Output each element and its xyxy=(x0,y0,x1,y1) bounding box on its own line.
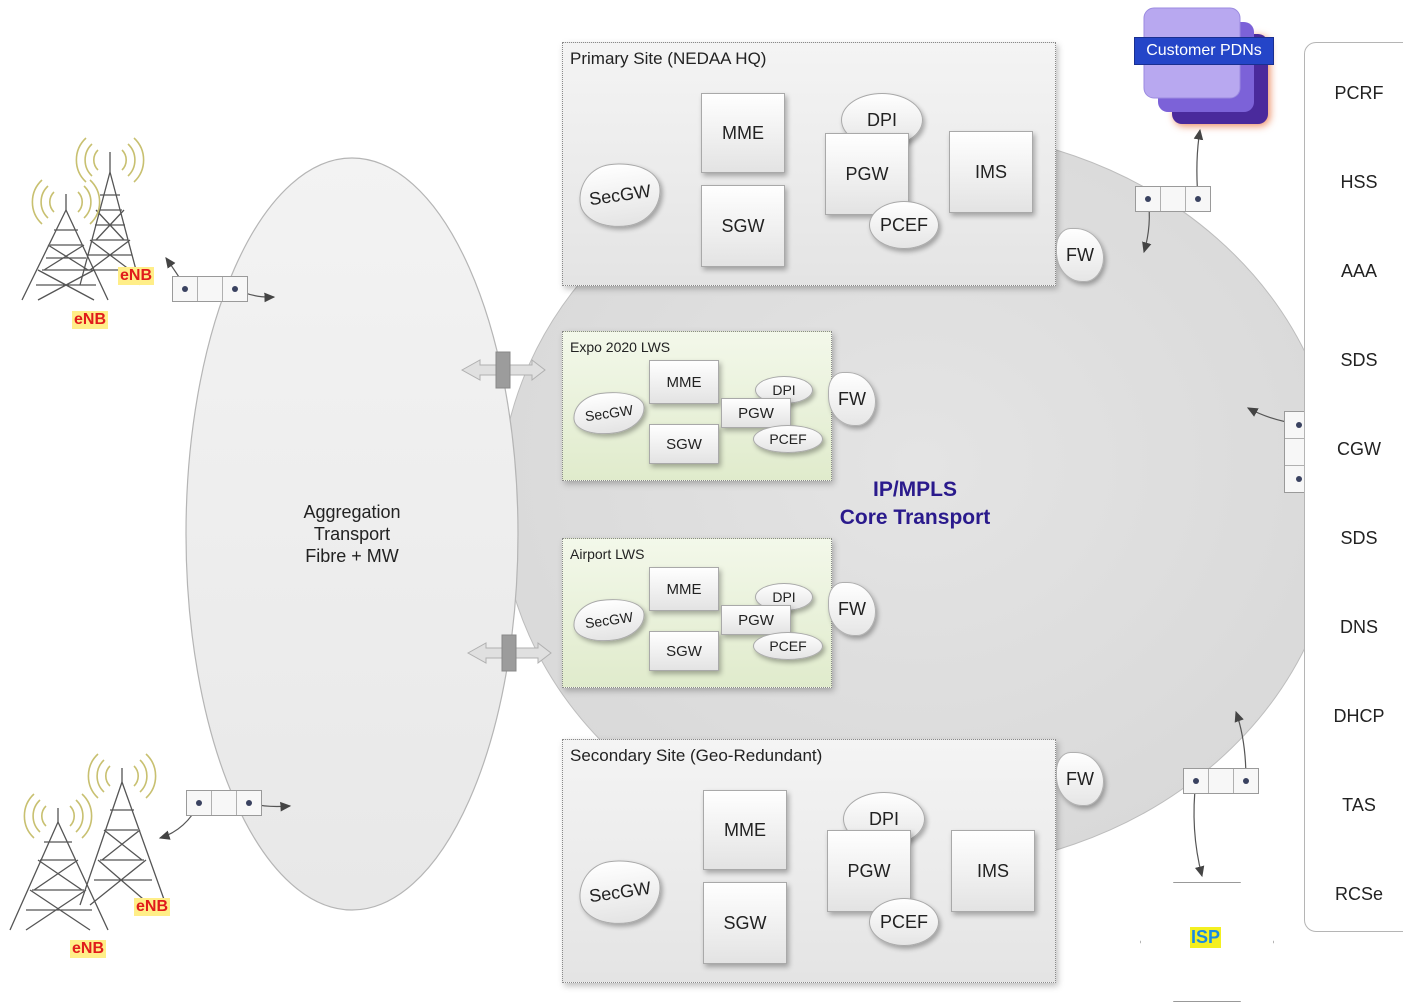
primary-site: Primary Site (NEDAA HQ) SecGW MME SGW DP… xyxy=(562,42,1056,286)
service-label: DHCP xyxy=(1333,705,1385,726)
secgw-node: SecGW xyxy=(570,387,648,439)
enb-label: eNB xyxy=(70,940,107,958)
interface-port xyxy=(172,276,248,302)
isp-label: ISP xyxy=(1190,927,1222,948)
service-dns: DNS xyxy=(1318,600,1400,654)
service-hss: HSS xyxy=(1318,155,1400,209)
firewall-node: FW xyxy=(1056,752,1104,806)
customer-pdns-label: Customer PDNs xyxy=(1134,37,1274,65)
service-cgw: CGW xyxy=(1318,422,1400,476)
airport-lws-site: Airport LWS SecGW MME SGW DPI PGW PCEF xyxy=(562,538,832,688)
mme-node: MME xyxy=(703,790,787,870)
mme-node: MME xyxy=(649,360,719,404)
enb-label: eNB xyxy=(134,898,171,916)
core-line2: Core Transport xyxy=(839,506,991,529)
secgw-node: SecGW xyxy=(574,854,666,930)
service-label: HSS xyxy=(1340,171,1378,192)
sgw-node: SGW xyxy=(649,424,719,464)
tower-icon xyxy=(9,137,167,931)
interface-port xyxy=(1135,186,1211,212)
service-tas: TAS xyxy=(1318,778,1400,832)
core-title: IP/MPLS Core Transport xyxy=(815,476,1015,532)
service-label: CGW xyxy=(1337,438,1381,459)
connector-upper xyxy=(460,351,546,389)
interface-port xyxy=(186,790,262,816)
service-label: SDS xyxy=(1340,349,1378,370)
service-label: PCRF xyxy=(1334,82,1384,103)
service-label: DNS xyxy=(1339,616,1378,637)
core-line1: IP/MPLS xyxy=(872,478,957,501)
mme-node: MME xyxy=(649,567,719,611)
service-sds: SDS xyxy=(1318,333,1400,387)
pcef-node: PCEF xyxy=(869,898,939,946)
service-pcrf: PCRF xyxy=(1318,66,1400,120)
secondary-site: Secondary Site (Geo-Redundant) SecGW MME… xyxy=(562,739,1056,983)
interface-port xyxy=(1183,768,1259,794)
aggregation-title: Aggregation Transport Fibre + MW xyxy=(272,501,432,567)
ims-node: IMS xyxy=(949,131,1033,213)
connector-lower xyxy=(466,634,552,672)
service-label: RCSe xyxy=(1334,883,1383,904)
site-title: Secondary Site (Geo-Redundant) xyxy=(570,746,823,765)
service-label: AAA xyxy=(1340,260,1378,281)
service-sds-2: SDS xyxy=(1318,511,1400,565)
aggregation-line2: Transport xyxy=(313,524,391,544)
service-dhcp: DHCP xyxy=(1318,689,1400,743)
service-label: TAS xyxy=(1342,794,1376,815)
pcef-node: PCEF xyxy=(753,632,823,660)
service-aaa: AAA xyxy=(1318,244,1400,298)
enb-label: eNB xyxy=(72,311,109,329)
site-title: Primary Site (NEDAA HQ) xyxy=(570,49,767,68)
site-title: Expo 2020 LWS xyxy=(570,339,671,355)
aggregation-ellipse xyxy=(185,157,519,911)
secgw-node: SecGW xyxy=(574,157,666,233)
firewall-node: FW xyxy=(828,372,876,426)
sgw-node: SGW xyxy=(649,631,719,671)
pcef-node: PCEF xyxy=(753,425,823,453)
service-rcse: RCSe xyxy=(1318,867,1400,921)
ims-node: IMS xyxy=(951,830,1035,912)
service-label: SDS xyxy=(1340,527,1378,548)
pgw-node: PGW xyxy=(721,398,791,428)
expo-lws-site: Expo 2020 LWS SecGW MME SGW DPI PGW PCEF xyxy=(562,331,832,481)
firewall-node: FW xyxy=(828,582,876,636)
sgw-node: SGW xyxy=(703,882,787,964)
mme-node: MME xyxy=(701,93,785,173)
sgw-node: SGW xyxy=(701,185,785,267)
aggregation-line1: Aggregation xyxy=(303,502,401,522)
pgw-node: PGW xyxy=(721,605,791,635)
secgw-node: SecGW xyxy=(570,594,648,646)
customer-pdns-stack xyxy=(1143,7,1268,124)
pcef-node: PCEF xyxy=(869,201,939,249)
aggregation-line3: Fibre + MW xyxy=(305,546,399,566)
site-title: Airport LWS xyxy=(570,546,645,562)
enb-label: eNB xyxy=(118,267,155,285)
firewall-node: FW xyxy=(1056,228,1104,282)
